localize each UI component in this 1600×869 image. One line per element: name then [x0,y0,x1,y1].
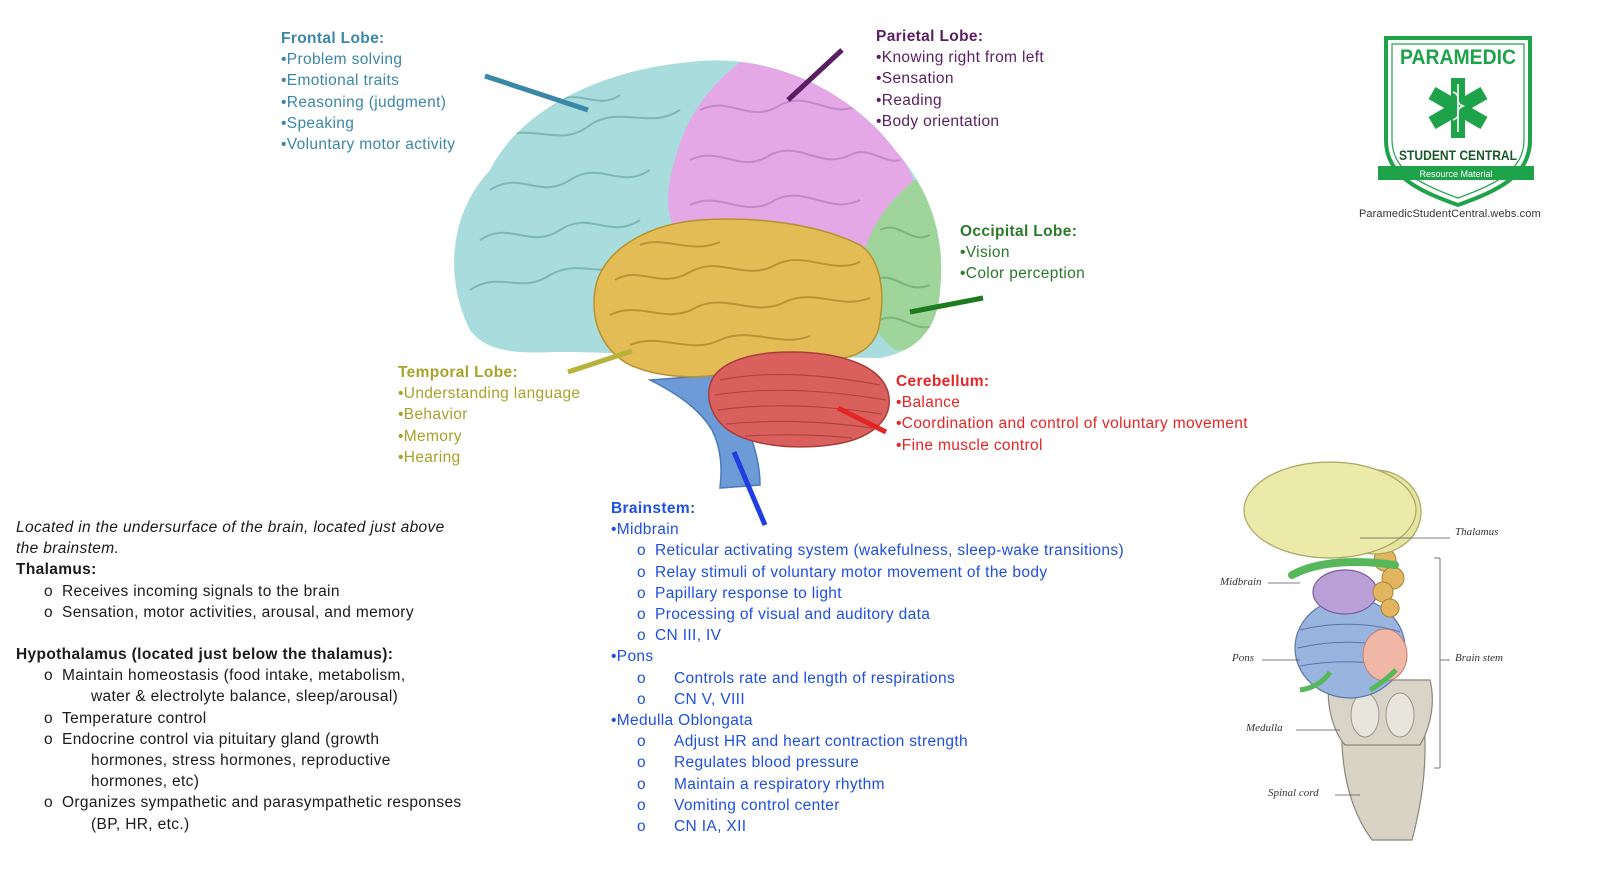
parietal-item: •Sensation [876,70,954,88]
diencephalon-intro: the brainstem. [16,540,120,558]
parietal-item: •Knowing right from left [876,49,1045,67]
frontal-item: •Voluntary motor activity [281,136,456,154]
parietal-pointer [786,48,844,102]
fig-label-midbrain: Midbrain [1220,576,1262,588]
diencephalon-intro: Located in the undersurface of the brain… [16,519,445,536]
frontal-title: Frontal Lobe: [281,30,385,47]
cerebellum-pointer [836,405,888,435]
brainstem-pointer [731,451,768,526]
hypothalamus-item-cont: (BP, HR, etc.) [91,815,190,833]
temporal-item: •Memory [398,427,462,445]
cerebellum-item: •Coordination and control of voluntary m… [896,415,1248,433]
occipital-pointer [909,295,984,315]
thalamus-title: Thalamus: [16,561,97,579]
temporal-title: Temporal Lobe: [398,364,519,381]
midbrain-label: •Midbrain [611,521,680,539]
cerebellum-title: Cerebellum: [896,373,990,390]
diencephalon-block: Located in the undersurface of the brain… [16,517,462,835]
temporal-pointer [567,348,633,375]
temporal-item: •Understanding language [398,385,581,403]
occipital-title: Occipital Lobe: [960,223,1078,240]
occipital-item: •Color perception [960,265,1086,283]
fig-label-pons: Pons [1232,652,1254,664]
frontal-item: •Reasoning (judgment) [281,93,447,111]
frontal-lobe-block: Frontal Lobe: •Problem solving •Emotiona… [281,28,455,155]
parietal-item: •Reading [876,91,942,109]
fig-label-spinal-cord: Spinal cord [1268,787,1319,799]
fig-label-medulla: Medulla [1246,722,1283,734]
hypothalamus-item-cont: hormones, stress hormones, reproductive [91,752,391,770]
frontal-item: •Problem solving [281,51,403,69]
frontal-pointer [484,73,589,113]
temporal-lobe-block: Temporal Lobe: •Understanding language •… [398,362,580,468]
cerebellum-region [708,351,890,448]
pons-label: •Pons [611,648,654,666]
hypothalamus-title: Hypothalamus (located just below the tha… [16,646,394,664]
temporal-item: •Behavior [398,406,468,424]
frontal-item: •Emotional traits [281,72,400,90]
parietal-item: •Body orientation [876,112,1000,130]
occipital-lobe-block: Occipital Lobe: •Vision •Color perceptio… [960,221,1085,285]
brainstem-title: Brainstem: [611,500,696,517]
fig-label-brain-stem: Brain stem [1455,652,1503,664]
medulla-label: •Medulla Oblongata [611,712,753,730]
hypothalamus-item-cont: hormones, etc) [91,773,200,791]
temporal-item: •Hearing [398,448,461,466]
parietal-lobe-block: Parietal Lobe: •Knowing right from left … [876,26,1044,132]
parietal-title: Parietal Lobe: [876,28,984,45]
cerebellum-item: •Balance [896,394,961,412]
logo-url: ParamedicStudentCentral.webs.com [1359,208,1541,220]
cerebellum-item: •Fine muscle control [896,436,1043,454]
cerebellum-block: Cerebellum: •Balance •Coordination and c… [896,371,1248,456]
occipital-item: •Vision [960,244,1010,262]
temporal-region [593,218,883,378]
hypothalamus-item-cont: water & electrolyte balance, sleep/arous… [91,688,399,706]
frontal-item: •Speaking [281,114,355,132]
fig-label-thalamus: Thalamus [1455,526,1499,538]
